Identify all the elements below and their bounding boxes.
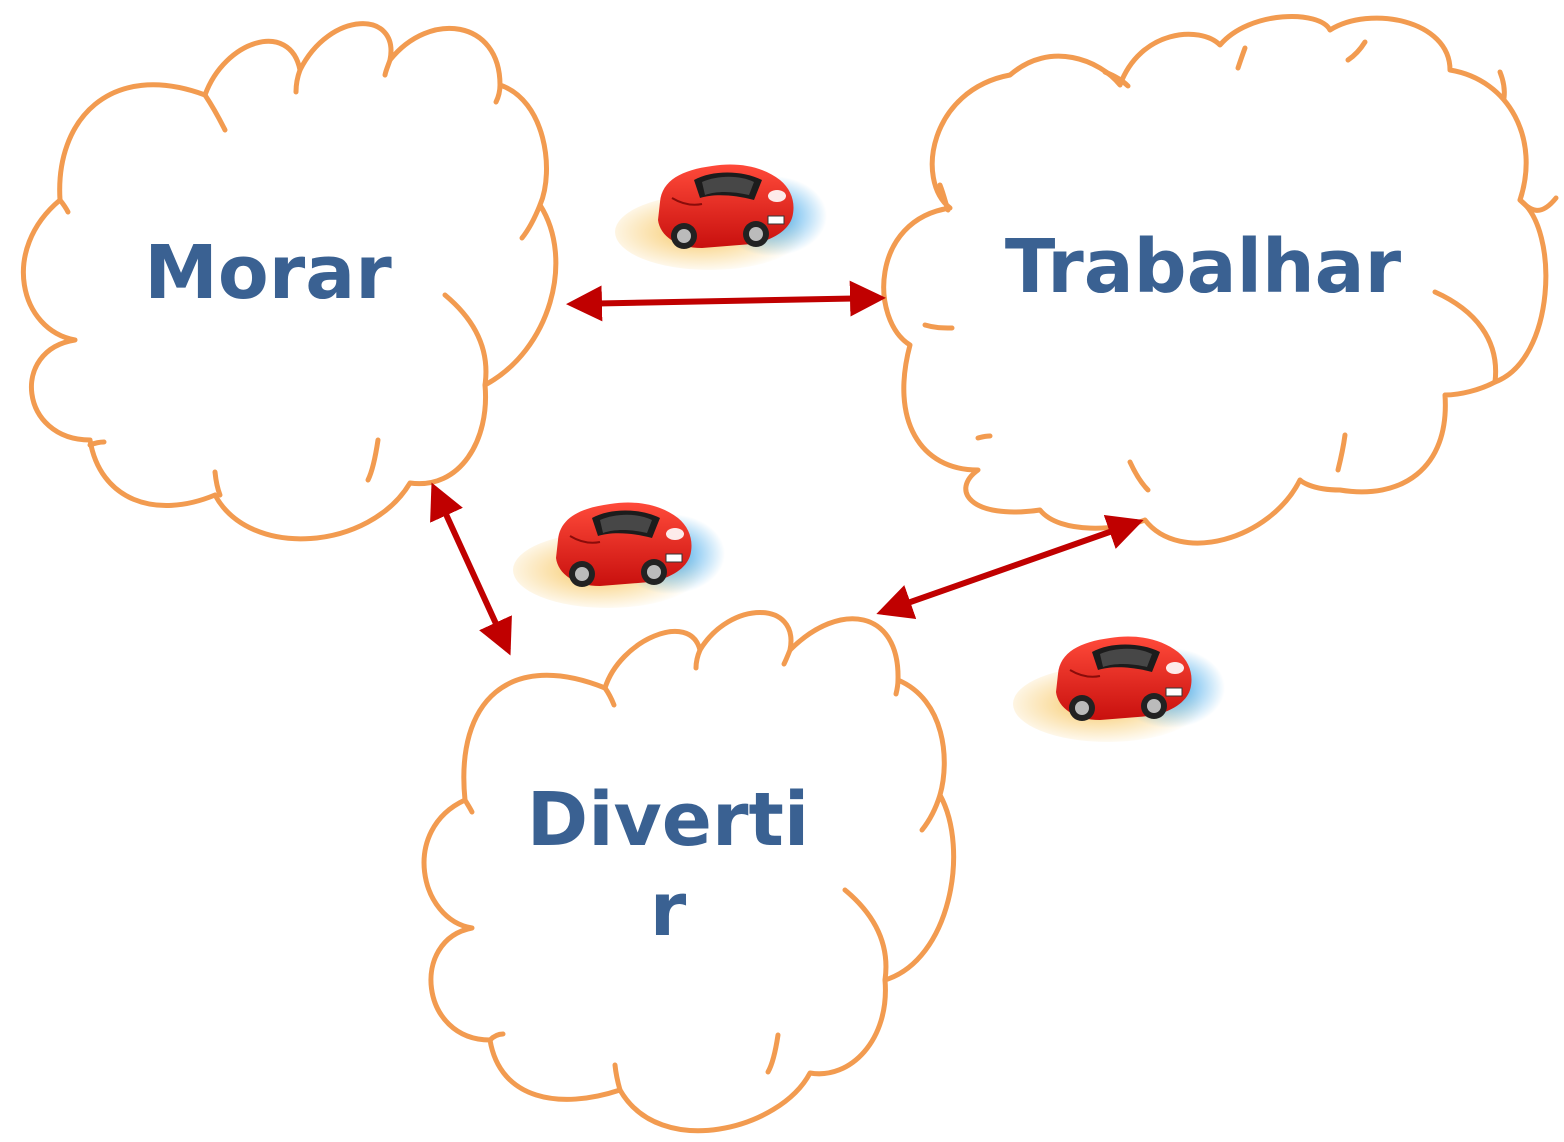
red-sports-car-icon (614, 163, 828, 271)
cloud-divertir-fold (487, 1031, 506, 1043)
cloud-morar-fold (365, 437, 381, 483)
cloud-divertir-fold (781, 647, 793, 667)
cloud-morar-fold (519, 202, 543, 241)
cloud-trabalhar-fold (1517, 195, 1559, 213)
arrow-morar-divertir (430, 482, 512, 656)
cloud-trabalhar-fold (922, 322, 955, 331)
cloud-morar: Morar (21, 21, 559, 542)
cloud-divertir-fold (765, 1032, 781, 1075)
cloud-trabalhar-fold (1127, 459, 1151, 493)
cloud-divertir-fold (612, 1062, 623, 1093)
cloud-morar-fold (212, 469, 223, 498)
cloud-trabalhar: Trabalhar (881, 14, 1559, 546)
cloud-divertir: Diverti r (421, 610, 957, 1134)
cloud-divertir-outline (421, 610, 957, 1134)
cloud-morar-fold (493, 82, 503, 105)
cloud-divertir-fold (893, 677, 901, 697)
cloud-trabalhar-outline (881, 14, 1549, 546)
cloud-trabalhar-fold (1497, 69, 1507, 101)
cloud-trabalhar-fold (1235, 45, 1248, 71)
node-label-divertir-line1: Diverti (527, 777, 809, 863)
node-label-morar: Morar (144, 230, 392, 316)
cloud-trabalhar-fold (1335, 432, 1348, 473)
node-label-trabalhar: Trabalhar (1005, 224, 1402, 310)
arrow-morar-trabalhar (566, 280, 886, 322)
node-label-divertir-line2: r (650, 867, 687, 953)
red-sports-car-icon (512, 501, 726, 609)
cloud-morar-fold (382, 57, 393, 78)
cloud-divertir-fold (919, 792, 943, 833)
cloud-morar-outline (21, 21, 559, 542)
cloud-morar-fold (57, 197, 71, 215)
cloud-trabalhar-fold (975, 433, 993, 441)
red-sports-car-icon (1012, 635, 1226, 743)
cloud-divertir-fold (462, 797, 475, 815)
cloud-morar-fold (87, 439, 107, 448)
cloud-trabalhar-fold (1345, 39, 1368, 63)
cloud-trabalhar-fold (1432, 289, 1499, 385)
cloud-divertir-fold (842, 887, 889, 983)
arrow-trabalhar-divertir (876, 514, 1144, 620)
cloud-divertir-fold (693, 647, 703, 671)
cloud-morar-fold (293, 67, 303, 95)
cloud-morar-fold (442, 292, 489, 388)
cloud-morar-fold (202, 92, 228, 133)
cloud-divertir-fold (602, 685, 617, 708)
cloud-trabalhar-fold (1102, 69, 1131, 89)
cloud-trabalhar-fold (937, 182, 951, 213)
